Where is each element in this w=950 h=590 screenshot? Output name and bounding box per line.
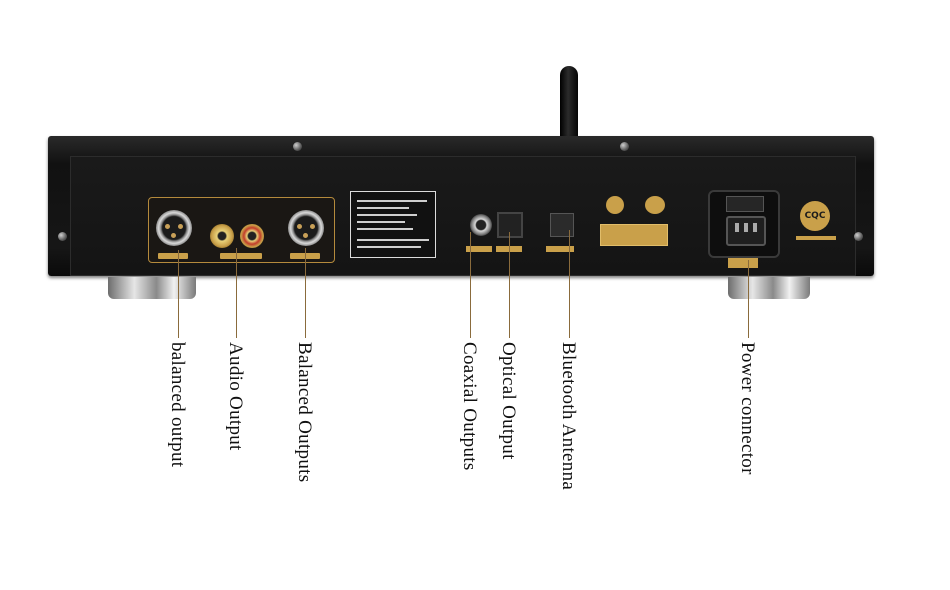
screw-icon bbox=[620, 142, 629, 151]
device-foot bbox=[108, 277, 196, 299]
callout-balanced-outputs: Balanced Outputs bbox=[294, 342, 315, 483]
certification-label bbox=[796, 236, 836, 240]
screw-icon bbox=[58, 232, 67, 241]
warning-icon bbox=[645, 196, 665, 214]
callout-line bbox=[305, 248, 306, 338]
xlr-connector-left bbox=[156, 210, 192, 246]
rca-connector-red bbox=[240, 224, 264, 248]
callout-line bbox=[236, 248, 237, 338]
callout-line bbox=[569, 230, 570, 338]
callout-line bbox=[748, 260, 749, 338]
coaxial-label bbox=[466, 246, 492, 252]
screw-icon bbox=[293, 142, 302, 151]
callout-balanced-output: balanced output bbox=[167, 342, 188, 468]
fuse-holder bbox=[726, 196, 764, 212]
channel-label bbox=[220, 253, 262, 259]
callout-power-connector: Power connector bbox=[737, 342, 758, 475]
power-inlet bbox=[708, 190, 780, 258]
callout-line bbox=[470, 232, 471, 338]
callout-optical-output: Optical Output bbox=[498, 342, 519, 460]
ccc-certification-logo: CQC bbox=[800, 201, 830, 231]
iec-socket bbox=[726, 216, 766, 246]
bluetooth-label bbox=[546, 246, 574, 252]
spec-sticker bbox=[350, 191, 436, 258]
callout-line bbox=[178, 250, 179, 338]
callout-coaxial-outputs: Coaxial Outputs bbox=[459, 342, 480, 471]
rca-connector-white bbox=[210, 224, 234, 248]
coaxial-jack bbox=[470, 214, 492, 236]
voltage-label bbox=[728, 258, 758, 268]
screw-icon bbox=[854, 232, 863, 241]
antenna-base bbox=[550, 213, 574, 237]
callout-line bbox=[509, 232, 510, 338]
optical-port bbox=[497, 212, 523, 238]
channel-label bbox=[158, 253, 188, 259]
xlr-connector-right bbox=[288, 210, 324, 246]
warning-label bbox=[600, 224, 668, 246]
callout-bluetooth-antenna: Bluetooth Antenna bbox=[558, 342, 579, 491]
no-disposal-icon bbox=[606, 196, 624, 214]
device-foot bbox=[728, 277, 810, 299]
callout-audio-output: Audio Output bbox=[225, 342, 246, 451]
